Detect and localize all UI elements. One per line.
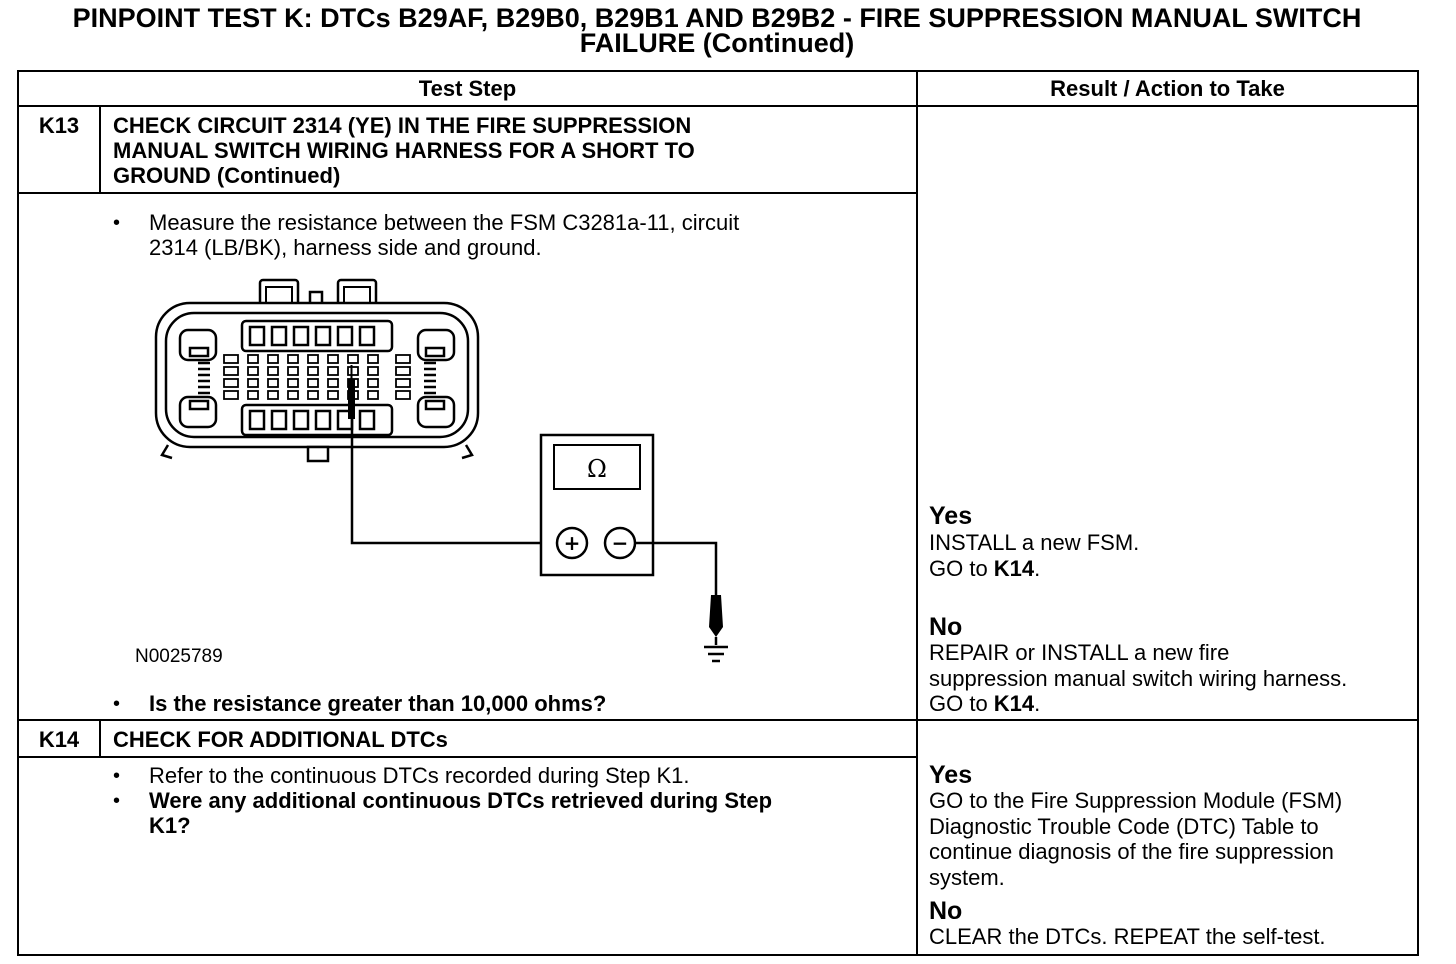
k14-yes-label: Yes <box>929 761 973 789</box>
pinpoint-table <box>17 70 1419 956</box>
k14-yes-line3: continue diagnosis of the fire suppressi… <box>929 839 1334 864</box>
k13-yes-line1: INSTALL a new FSM. <box>929 530 1140 555</box>
k13-instruction-line1: Measure the resistance between the FSM C… <box>149 210 740 235</box>
goto-step-ref: K14 <box>993 691 1035 716</box>
k13-instruction: Measure the resistance between the FSM C… <box>149 210 909 260</box>
k14-title-divider <box>17 756 917 758</box>
k14-bullet-2-line1: Were any additional continuous DTCs retr… <box>149 788 773 813</box>
k13-yes-line2: GO to K14. <box>929 556 1139 582</box>
step-title-k13-line2: MANUAL SWITCH WIRING HARNESS FOR A SHORT… <box>113 138 695 163</box>
k13-no-label: No <box>929 613 963 641</box>
title-line-1: PINPOINT TEST K: DTCs B29AF, B29B0, B29B… <box>72 3 1362 33</box>
step-divider-k13 <box>99 106 101 194</box>
k14-no-action: CLEAR the DTCs. REPEAT the self-test. <box>929 924 1326 949</box>
goto-suffix: . <box>1034 555 1041 581</box>
k14-no-label: No <box>929 897 963 925</box>
bullet: • <box>113 765 121 787</box>
column-divider <box>916 70 918 956</box>
k13-no-line2: suppression manual switch wiring harness… <box>929 665 1348 691</box>
k14-yes-action: GO to the Fire Suppression Module (FSM) … <box>929 788 1342 890</box>
page-title: PINPOINT TEST K: DTCs B29AF, B29B0, B29B… <box>0 3 1434 58</box>
header-result: Result / Action to Take <box>1050 76 1285 101</box>
k13-instruction-line2: 2314 (LB/BK), harness side and ground. <box>149 235 542 260</box>
step-title-k13-line1: CHECK CIRCUIT 2314 (YE) IN THE FIRE SUPP… <box>113 113 692 138</box>
goto-suffix: . <box>1034 691 1041 716</box>
header-divider <box>17 105 1419 107</box>
ground-symbol-icon <box>704 645 728 663</box>
harness-connector-icon <box>154 278 480 463</box>
step-title-k14: CHECK FOR ADDITIONAL DTCs <box>113 727 448 752</box>
bullet: • <box>113 790 121 812</box>
k13-no-action: REPAIR or INSTALL a new fire suppression… <box>929 640 1347 717</box>
k14-bullet-2: Were any additional continuous DTCs retr… <box>149 788 909 838</box>
k14-yes-line1: GO to the Fire Suppression Module (FSM) <box>929 788 1343 813</box>
negative-lead-wire <box>635 541 718 595</box>
bullet: • <box>113 212 121 234</box>
step-title-k13-line3: GROUND (Continued) <box>113 163 341 188</box>
title-line-2: FAILURE (Continued) <box>579 28 855 58</box>
k13-yes-action: INSTALL a new FSM. GO to K14. <box>929 530 1139 581</box>
k13-yes-label: Yes <box>929 502 973 530</box>
k14-yes-line4: system. <box>929 864 1005 890</box>
k13-title-divider <box>17 192 917 194</box>
goto-text: GO to <box>929 555 994 581</box>
step-divider-k14 <box>99 720 101 758</box>
ohm-symbol: Ω <box>587 455 607 483</box>
step-number-k13: K13 <box>38 113 80 138</box>
k14-yes-line2: Diagnostic Trouble Code (DTC) Table to <box>929 813 1319 839</box>
test-probe-icon <box>348 365 355 419</box>
ohmmeter-icon <box>539 433 655 577</box>
positive-terminal-label: + <box>564 531 581 555</box>
k14-bullet-1: Refer to the continuous DTCs recorded du… <box>149 763 690 788</box>
positive-lead-wire <box>350 419 556 545</box>
ground-clip-icon <box>709 595 723 645</box>
k13-no-line1: REPAIR or INSTALL a new fire <box>929 640 1230 665</box>
header-test-step: Test Step <box>418 76 517 101</box>
k14-bullet-2-line2: K1? <box>149 813 191 838</box>
k13-question: Is the resistance greater than 10,000 oh… <box>149 691 607 716</box>
k13-k14-divider <box>17 719 1419 721</box>
goto-text: GO to <box>929 691 994 716</box>
step-number-k14: K14 <box>38 727 80 752</box>
connector-measurement-diagram: Ω + − <box>154 278 728 663</box>
bullet: • <box>113 693 121 715</box>
step-title-k13: CHECK CIRCUIT 2314 (YE) IN THE FIRE SUPP… <box>113 113 913 188</box>
goto-step-ref: K14 <box>993 555 1035 581</box>
k13-no-line3: GO to K14. <box>929 691 1347 717</box>
negative-terminal-label: − <box>612 531 629 555</box>
figure-id: N0025789 <box>135 646 223 667</box>
